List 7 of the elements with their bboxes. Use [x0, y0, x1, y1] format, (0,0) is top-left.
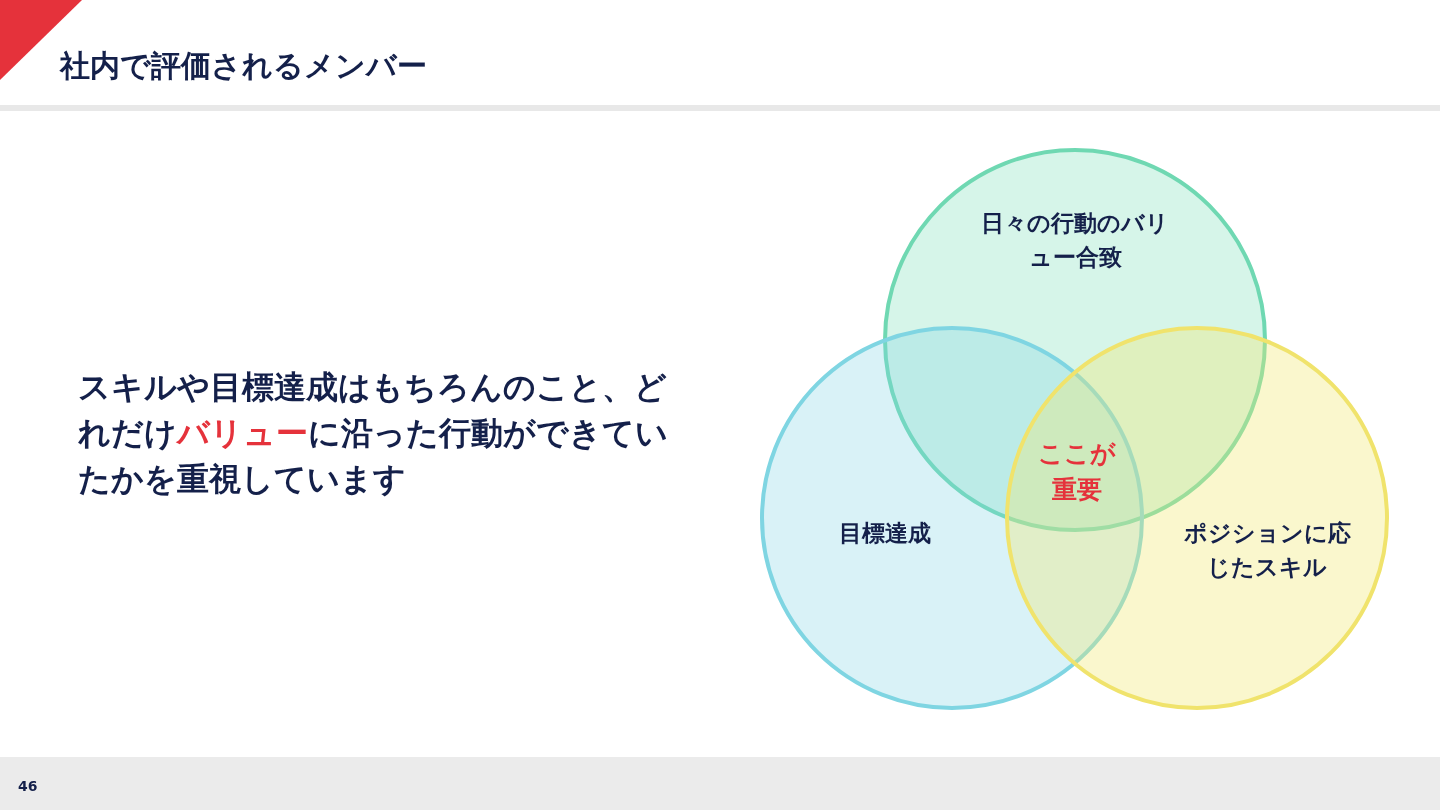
body-text: スキルや目標達成はもちろんのこと、どれだけバリューに沿った行動ができていたかを重視しています [78, 367, 669, 500]
circle-label: ポジションに応じたスキル [1182, 519, 1352, 582]
circle-label: 目標達成 [838, 519, 932, 548]
center-label: ここが重要 [1037, 438, 1117, 506]
page-number: 46 [18, 778, 38, 794]
circle-label: 日々の行動のバリュー合致 [980, 209, 1170, 272]
title-text: 社内で評価されるメンバー [60, 47, 427, 85]
